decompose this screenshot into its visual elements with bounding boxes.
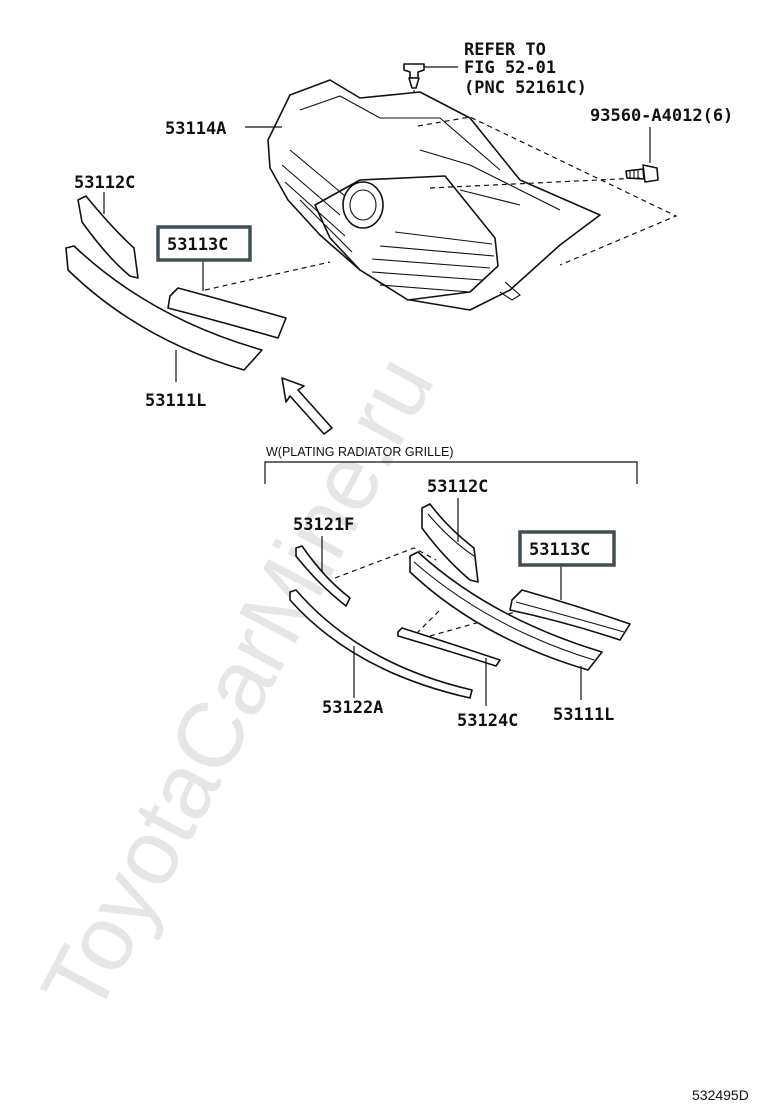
lower-molding-icon [65,245,263,382]
upper-molding-plated-icon [421,498,479,583]
variant-caption: W(PLATING RADIATOR GRILLE) [266,445,454,459]
label-upper-molding-top: 53112C [74,173,135,193]
label-refer-2: FIG 52-01 [464,58,556,78]
upper-molding-icon [77,192,139,279]
variant-bracket [264,461,638,484]
label-molding-a: 53122A [322,698,383,718]
bolt-icon [625,127,659,183]
highlight-box-top [156,225,252,262]
label-molding-c: 53124C [457,711,518,731]
label-lower-molding-top: 53111L [145,391,206,411]
lower-molding-plated-icon [409,551,603,700]
label-grille: 53114A [165,119,226,139]
label-highlight-bottom: 53113C [529,540,590,560]
molding-a-icon [289,589,473,699]
arrow-icon [281,377,333,435]
molding-f-icon [295,536,351,607]
radiator-grille-icon [267,79,601,311]
watermark: ToyotaCarMine.ru [23,340,454,1029]
label-upper-molding-bottom: 53112C [427,477,488,497]
molding-c-icon [397,627,501,706]
clip-icon [403,63,458,89]
label-refer-1: REFER TO [464,40,546,60]
label-lower-molding-bottom: 53111L [553,705,614,725]
center-molding-icon [167,261,287,339]
center-molding-plated-icon [509,566,631,641]
label-refer-3: (PNC 52161C) [464,78,587,98]
highlight-box-bottom [518,530,616,567]
diagram-code: 532495D [692,1087,749,1103]
label-bolt: 93560-A4012(6) [590,106,733,126]
label-highlight-top: 53113C [167,235,228,255]
label-molding-f: 53121F [293,515,354,535]
